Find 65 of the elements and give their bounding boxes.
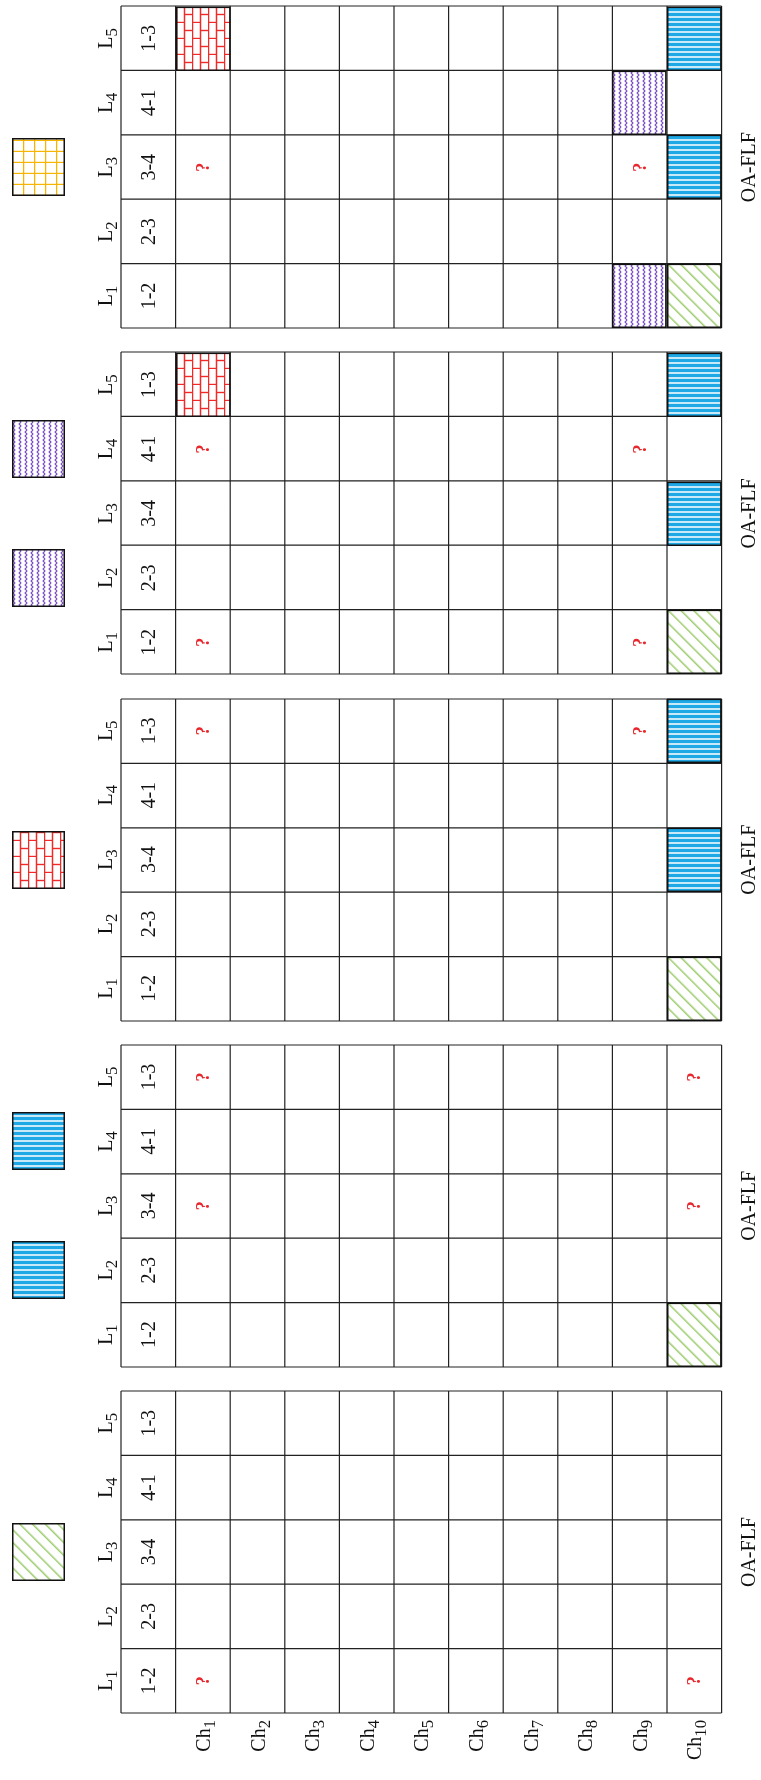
- pair-label: 4-1: [138, 1473, 159, 1503]
- question-mark: ?: [193, 1200, 212, 1213]
- pattern-swatch: [12, 830, 65, 889]
- question-mark: ?: [630, 725, 649, 738]
- hatched-cell: [667, 956, 722, 1021]
- pair-label: 2-3: [138, 217, 159, 247]
- hatched-cell: [612, 263, 667, 329]
- table-caption: OA-FLF: [737, 477, 758, 551]
- pair-label: 2-3: [138, 909, 159, 940]
- hatched-cell: [667, 263, 722, 329]
- question-mark: ?: [193, 725, 212, 738]
- question-mark: ?: [685, 1200, 704, 1213]
- pattern-swatch: [12, 138, 65, 197]
- table-caption: OA-FLF: [737, 1516, 758, 1589]
- pattern-swatch: [12, 1241, 65, 1300]
- pair-label: 3-4: [138, 1537, 159, 1568]
- question-mark: ?: [193, 443, 212, 456]
- question-mark: ?: [193, 161, 212, 174]
- pair-label: 1-2: [138, 281, 159, 312]
- pair-label: 2-3: [138, 1255, 159, 1286]
- hatched-cell: [667, 135, 722, 200]
- pattern-swatch: [12, 548, 65, 607]
- pattern-swatch: [12, 1112, 65, 1171]
- hatched-cell: [667, 352, 722, 417]
- pair-label: 1-2: [138, 1320, 159, 1350]
- hatched-cell: [612, 70, 667, 135]
- pair-label: 1-3: [138, 1408, 159, 1439]
- hatched-cell: [667, 6, 722, 71]
- pair-label: 1-3: [138, 24, 159, 54]
- pair-label: 4-1: [138, 780, 159, 811]
- question-mark: ?: [685, 1071, 704, 1084]
- hatched-cell: [175, 352, 231, 417]
- pair-label: 3-4: [138, 1191, 159, 1222]
- pair-label: 3-4: [138, 845, 159, 875]
- pattern-swatch: [12, 1523, 65, 1581]
- pair-label: 1-3: [138, 370, 159, 400]
- pair-label: 2-3: [138, 563, 159, 594]
- question-mark: ?: [193, 1071, 212, 1084]
- pair-label: 4-1: [138, 434, 159, 465]
- table-caption: OA-FLF: [737, 1169, 758, 1243]
- question-mark: ?: [685, 1675, 704, 1688]
- question-mark: ?: [630, 636, 649, 649]
- pair-label: 1-3: [138, 716, 159, 747]
- question-mark: ?: [193, 636, 212, 649]
- question-mark: ?: [630, 161, 649, 174]
- hatched-cell: [175, 6, 231, 71]
- pair-label: 4-1: [138, 88, 159, 119]
- pair-label: 4-1: [138, 1127, 159, 1157]
- pair-label: 1-3: [138, 1062, 159, 1093]
- pair-label: 3-4: [138, 152, 159, 183]
- hatched-cell: [667, 481, 722, 546]
- question-mark: ?: [630, 443, 649, 456]
- question-mark: ?: [193, 1675, 212, 1688]
- hatched-cell: [667, 610, 722, 675]
- hatched-cell: [667, 827, 722, 892]
- hatched-cell: [667, 1302, 722, 1367]
- pair-label: 2-3: [138, 1602, 159, 1632]
- pair-label: 1-2: [138, 1666, 159, 1697]
- pair-label: 1-2: [138, 627, 159, 658]
- pair-label: 1-2: [138, 974, 159, 1004]
- hatched-cell: [667, 698, 722, 763]
- pair-label: 3-4: [138, 499, 159, 529]
- pattern-swatch: [12, 420, 65, 478]
- table-caption: OA-FLF: [737, 823, 758, 897]
- table-caption: OA-FLF: [737, 131, 758, 205]
